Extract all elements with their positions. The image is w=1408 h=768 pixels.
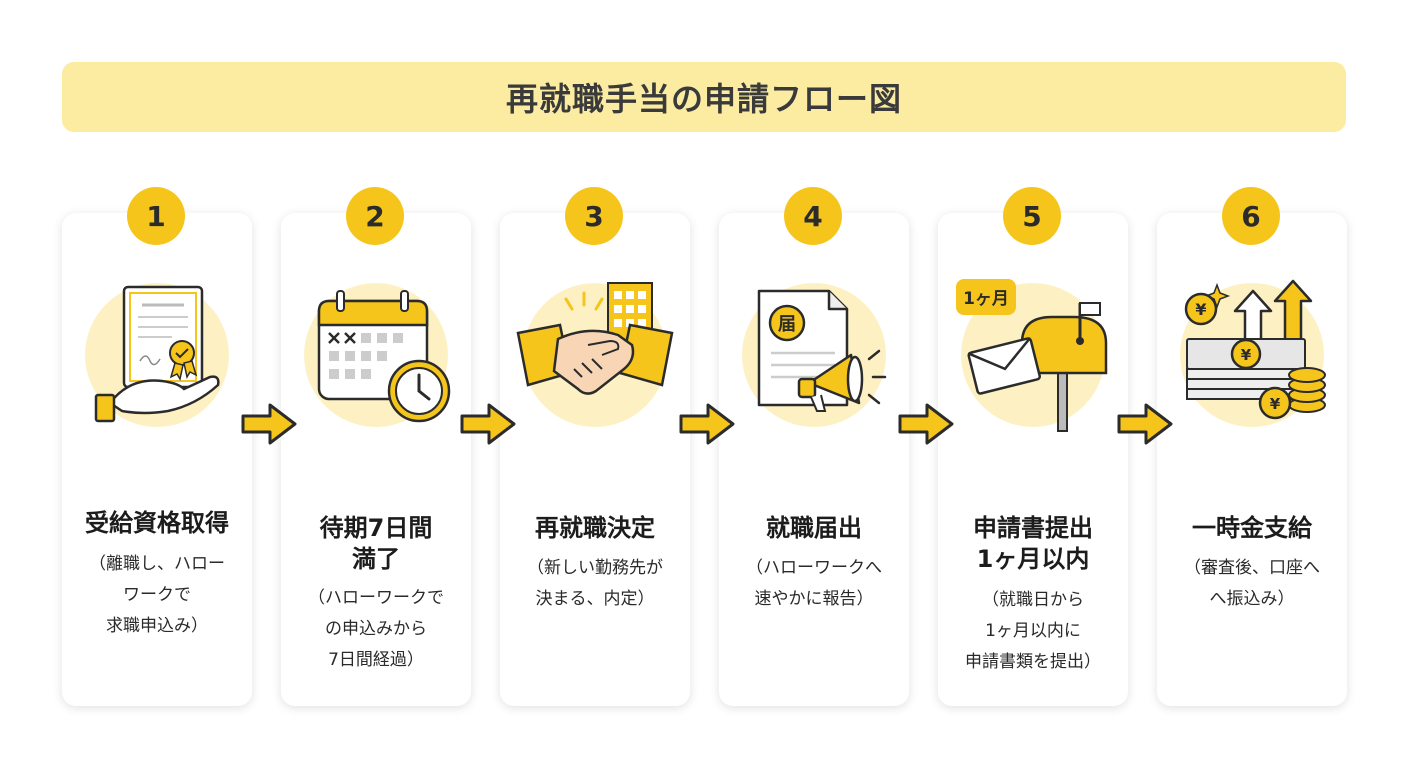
step-title: 待期7日間 満了 — [319, 514, 433, 573]
flow-arrow-icon — [679, 403, 735, 445]
step-description: （新しい勤務先が 決まる、内定） — [527, 558, 663, 609]
step-number-badge: 3 — [565, 187, 623, 245]
handshake-icon — [516, 282, 674, 427]
step-number-badge: 6 — [1222, 187, 1280, 245]
yen-symbol: ¥ — [1195, 300, 1206, 319]
step-card-3: 再就職決定 （新しい勤務先が 決まる、内定） — [500, 213, 690, 706]
flow-arrow-icon — [460, 403, 516, 445]
yen-symbol: ¥ — [1241, 346, 1252, 364]
flow-arrow-icon — [241, 403, 297, 445]
yen-symbol: ¥ — [1270, 395, 1281, 413]
step-description: （審査後、口座へ へ振込み） — [1184, 558, 1320, 609]
step-card-4: 届 就職届出 （ハローワークへ 速やかに報告） — [719, 213, 909, 706]
flow-arrow-icon — [1117, 403, 1173, 445]
step-number-badge: 2 — [346, 187, 404, 245]
step-description: （ハローワークで の申込みから 7日間経過） — [308, 588, 444, 670]
step-title: 再就職決定 — [535, 514, 655, 542]
step-description: （ハローワークへ 速やかに報告） — [746, 558, 882, 609]
step-card-2: 待期7日間 満了 （ハローワークで の申込みから 7日間経過） — [281, 213, 471, 706]
doc-label: 届 — [778, 314, 796, 335]
step-card-6: ¥ ¥ ¥ 一時金支給 （審査後、口座へ へ振込み） — [1157, 213, 1347, 706]
step-card-5: 1ヶ月 申請書提出 1ヶ月以内 （就職日から 1ヶ月以内に 申請書類を提出） — [938, 213, 1128, 706]
title-banner: 再就職手当の申請フロー図 — [62, 62, 1346, 132]
page-title: 再就職手当の申請フロー図 — [505, 80, 902, 118]
mailbox-icon: 1ヶ月 — [956, 279, 1108, 432]
step-title: 受給資格取得 — [85, 509, 229, 537]
step-card-1: 受給資格取得 （離職し、ハロー ワークで 求職申込み） — [62, 213, 252, 706]
money-stack-icon: ¥ ¥ ¥ — [1180, 279, 1326, 427]
step-number-badge: 4 — [784, 187, 842, 245]
step-description: （就職日から 1ヶ月以内に 申請書類を提出） — [965, 590, 1101, 672]
deadline-tag: 1ヶ月 — [963, 289, 1009, 309]
document-megaphone-icon: 届 — [742, 283, 887, 427]
flow-arrow-icon — [898, 403, 954, 445]
step-number-badge: 1 — [127, 187, 185, 245]
step-number-badge: 5 — [1003, 187, 1061, 245]
step-title: 一時金支給 — [1192, 514, 1312, 542]
step-description: （離職し、ハロー ワークで 求職申込み） — [89, 554, 225, 636]
step-title: 申請書提出 1ヶ月以内 — [973, 514, 1093, 573]
certificate-hand-icon — [85, 283, 229, 427]
calendar-clock-icon — [304, 283, 451, 427]
step-title: 就職届出 — [766, 514, 862, 542]
